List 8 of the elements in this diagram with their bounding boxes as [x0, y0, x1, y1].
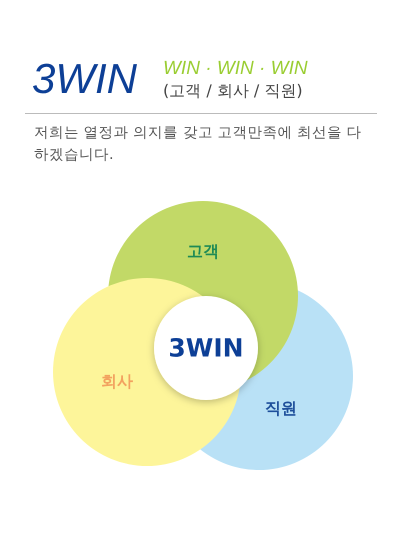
title: 3WIN	[32, 56, 137, 102]
subtitle: WIN · WIN · WIN	[163, 58, 308, 80]
circle-label: 고객	[187, 242, 219, 262]
circle-label: 직원	[265, 398, 297, 420]
description-paragraph: 저희는 열정과 의지를 갖고 고객만족에 최선을 다하겠습니다.	[34, 124, 363, 165]
circle-label: 3WIN	[168, 334, 244, 362]
circle-label: 회사	[101, 372, 133, 392]
subtitle: (고객 / 회사 / 직원)	[163, 81, 303, 102]
